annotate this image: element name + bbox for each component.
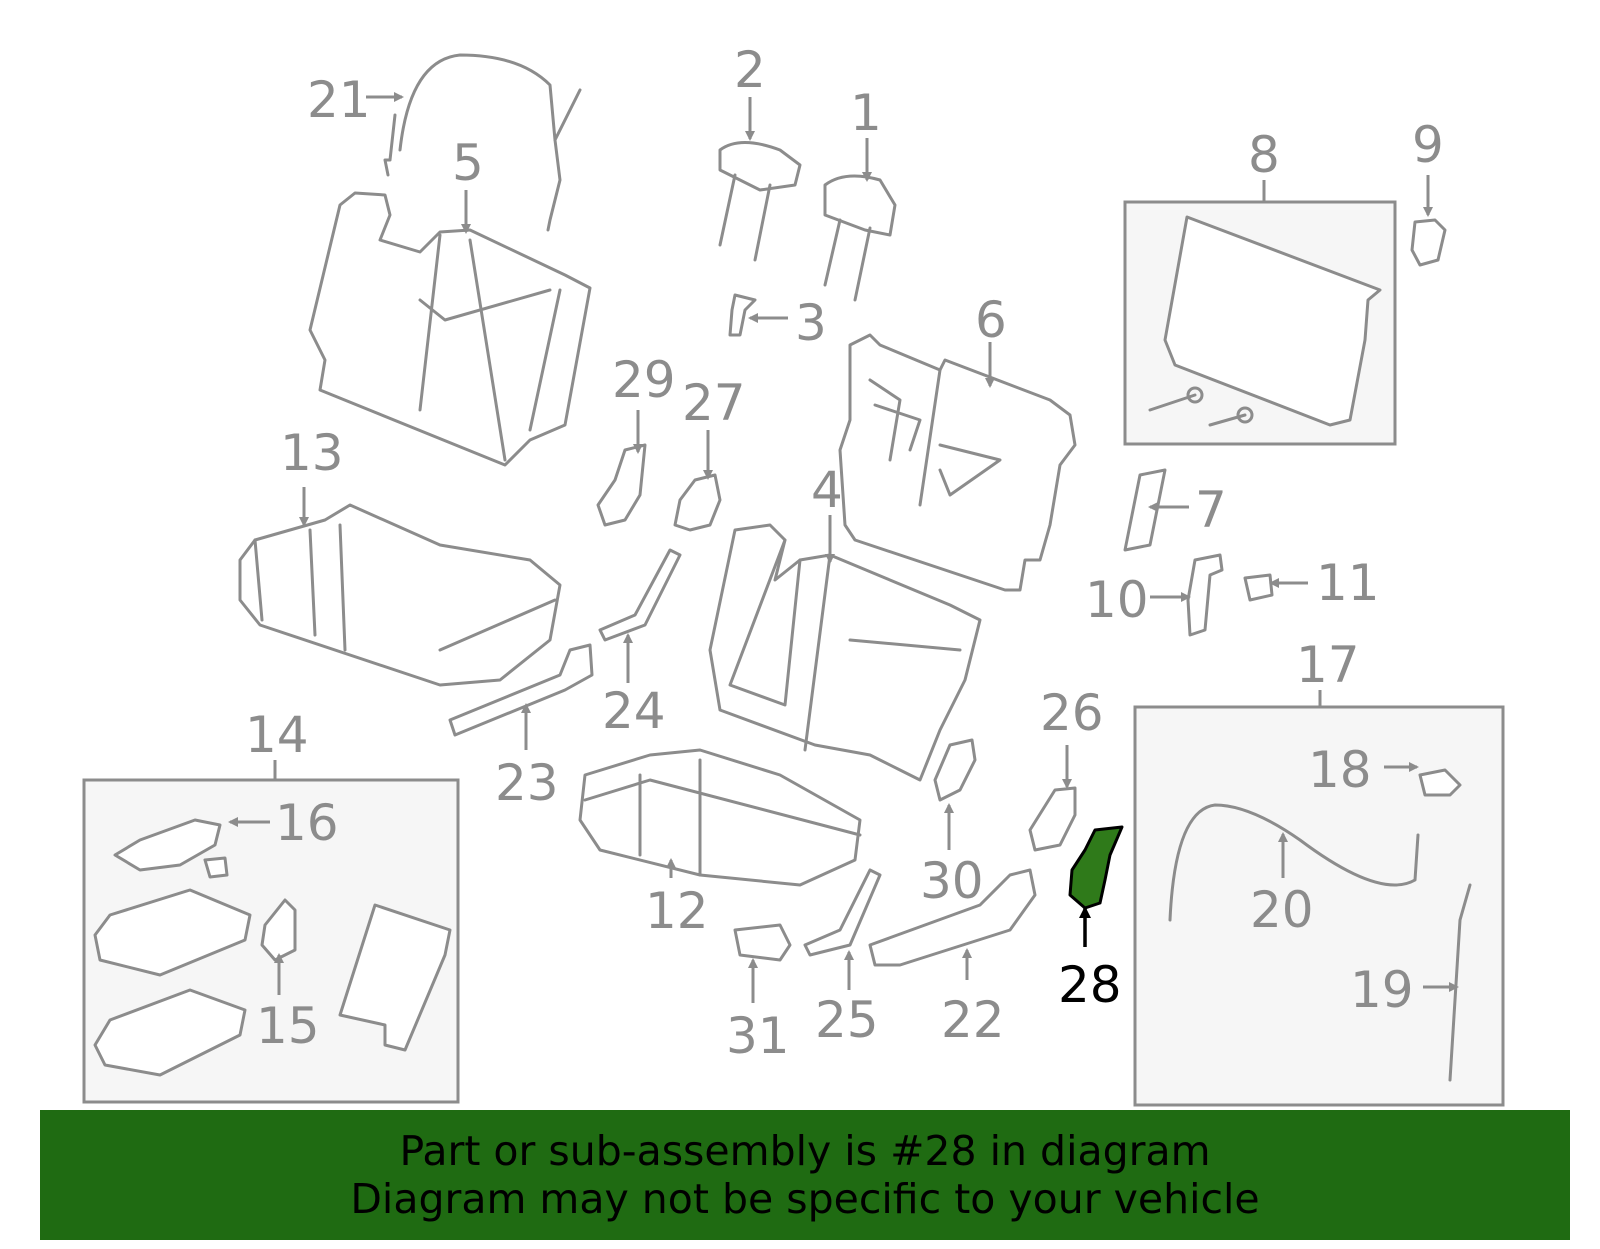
callout-5: 5 [452, 134, 484, 192]
part-9-clip [1410, 218, 1447, 267]
part-10-bracket [1186, 553, 1224, 637]
callout-12: 12 [645, 882, 709, 940]
banner-line-1: Part or sub-assembly is #28 in diagram [399, 1127, 1211, 1175]
callout-4: 4 [811, 461, 843, 519]
callout-1: 1 [850, 84, 882, 142]
part-8-board [1148, 215, 1382, 427]
part-12-cushion [578, 748, 862, 887]
callout-28: 28 [1058, 956, 1122, 1014]
part-16-lid [113, 818, 222, 872]
callout-2: 2 [734, 41, 766, 99]
part-armrest-frame [338, 903, 452, 1052]
part-13-cushion [238, 503, 562, 687]
callout-19: 19 [1350, 961, 1414, 1019]
callout-22: 22 [941, 991, 1005, 1049]
part-30-bracket [933, 738, 977, 802]
callout-10: 10 [1085, 571, 1149, 629]
callout-29: 29 [612, 351, 676, 409]
callout-23: 23 [495, 754, 559, 812]
callout-9: 9 [1412, 116, 1444, 174]
callout-31: 31 [726, 1007, 790, 1065]
part-26-bracket [1028, 786, 1077, 852]
leader-lines [228, 92, 1459, 1003]
part-6-frame [838, 333, 1077, 592]
callout-24: 24 [602, 682, 666, 740]
part-28-highlighted [1068, 825, 1124, 910]
part-22-rail [868, 868, 1037, 967]
part-armrest-upper [93, 888, 252, 977]
callout-15: 15 [256, 997, 320, 1055]
callout-27: 27 [682, 374, 746, 432]
part-16-clip [203, 856, 229, 879]
part-4-seat-back [708, 523, 982, 782]
callout-17: 17 [1296, 636, 1360, 694]
callout-30: 30 [920, 852, 984, 910]
part-7-trim [1123, 468, 1167, 552]
callout-20: 20 [1250, 881, 1314, 939]
part-2-headrest [718, 141, 802, 262]
part-18-clip [1418, 768, 1462, 797]
callout-7: 7 [1195, 481, 1227, 539]
part-25-trim [803, 868, 882, 957]
banner-line-2: Diagram may not be specific to your vehi… [350, 1175, 1260, 1223]
part-19-rod [1448, 883, 1472, 1082]
part-1-headrest [823, 174, 897, 302]
callout-3: 3 [795, 294, 827, 352]
part-23-rail [448, 643, 594, 737]
callout-21: 21 [307, 71, 371, 129]
part-armrest-lower [93, 988, 247, 1077]
callout-8: 8 [1248, 126, 1280, 184]
callout-26: 26 [1040, 684, 1104, 742]
part-20-cable [1168, 803, 1420, 922]
part-3-guide [728, 293, 757, 337]
part-11-clip [1243, 573, 1274, 602]
info-banner: Part or sub-assembly is #28 in diagram D… [40, 1110, 1570, 1240]
callout-16: 16 [275, 794, 339, 852]
callout-18: 18 [1308, 741, 1372, 799]
callout-11: 11 [1316, 554, 1380, 612]
callout-6: 6 [975, 291, 1007, 349]
part-31-clip [733, 923, 792, 962]
part-15-cover [260, 898, 297, 962]
part-29-cover [596, 443, 647, 527]
part-24-trim [598, 548, 682, 642]
part-27-bracket [673, 473, 722, 532]
callout-13: 13 [280, 424, 344, 482]
callout-14: 14 [245, 706, 309, 764]
callout-25: 25 [815, 991, 879, 1049]
part-5-seat-back [308, 191, 592, 467]
part-21-cable [383, 53, 582, 232]
callout-labels: 21 2 1 5 3 6 8 9 7 10 11 13 29 27 4 24 2… [245, 41, 1444, 1065]
